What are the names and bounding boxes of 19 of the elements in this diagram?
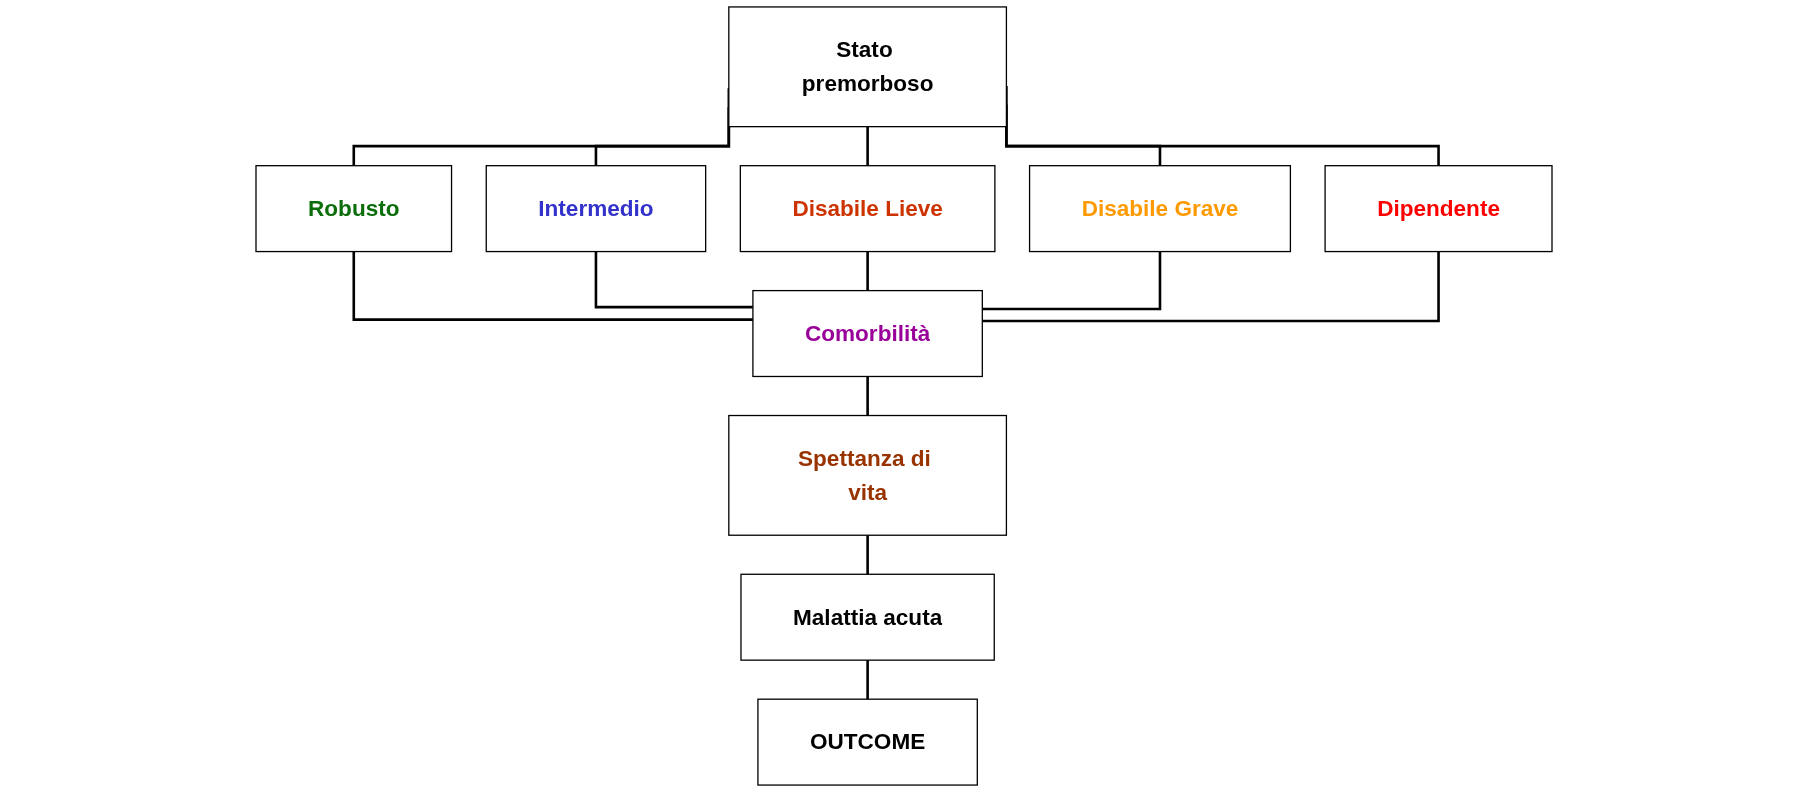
connector [866,660,869,701]
node-box: Disabile Lieve [739,165,996,253]
node-box: Intermedio [485,165,707,253]
connector [352,251,753,321]
node-box: Spettanza di vita [728,414,1008,536]
connector [866,251,869,292]
connector [866,535,869,576]
node-box: Robusto [255,165,453,253]
node-box: Malattia acuta [740,573,995,661]
connector [594,251,753,309]
node-box: Stato premorboso [728,6,1008,128]
connector [982,251,1440,323]
connector [866,376,869,417]
node-box: Disabile Grave [1028,165,1292,253]
connector [982,251,1162,311]
node-box: OUTCOME [757,698,978,786]
connector [866,126,869,167]
node-box: Comorbilità [752,289,983,378]
node-box: Dipendente [1324,165,1553,253]
